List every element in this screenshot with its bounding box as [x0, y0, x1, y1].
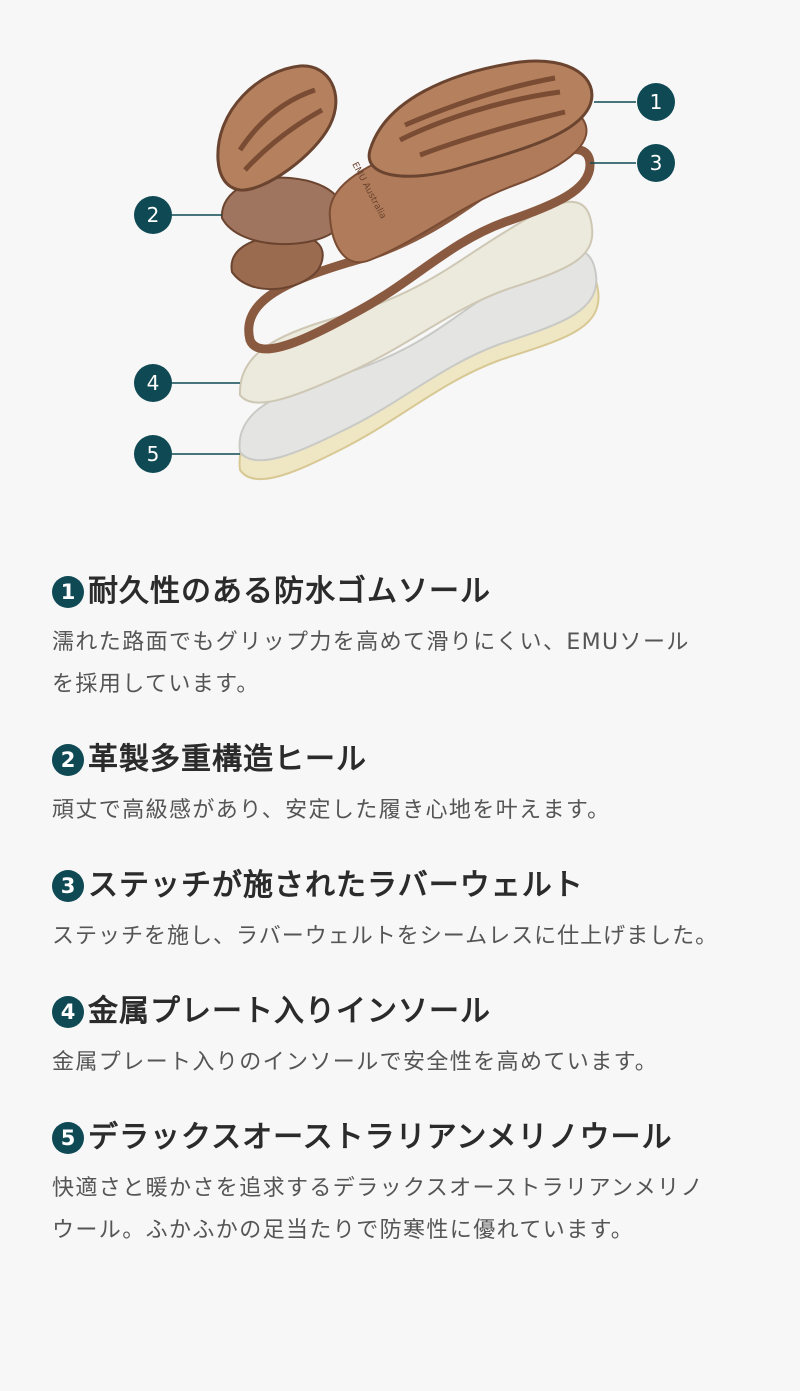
feature-description: 頑丈で高級感があり、安定した履き心地を叶えます。	[52, 798, 611, 823]
feature-title-text: 革製多重構造ヒール	[88, 742, 367, 777]
callout-number: 1	[650, 90, 663, 114]
callout-5: 5	[134, 435, 240, 473]
feature-title-text: 耐久性のある防水ゴムソール	[88, 574, 491, 609]
feature-title: 2 革製多重構造ヒール	[52, 740, 782, 780]
number-badge: 4	[52, 996, 84, 1028]
feature-item-1: 1 耐久性のある防水ゴムソール 濡れた路面でもグリップ力を高めて滑りにくい、EM…	[52, 572, 782, 706]
callout-number: 5	[147, 442, 160, 466]
feature-title: 4 金属プレート入りインソール	[52, 992, 782, 1032]
exploded-boot-sole-illustration: EMU Australia Waterproof 1	[134, 59, 675, 481]
callout-1: 1	[594, 83, 675, 121]
feature-description: 濡れた路面でもグリップ力を高めて滑りにくい、EMUソールを採用しています。	[52, 630, 690, 697]
feature-item-3: 3 ステッチが施されたラバーウェルト ステッチを施し、ラバーウェルトをシームレス…	[52, 866, 782, 958]
number-badge: 2	[52, 744, 84, 776]
callout-number: 2	[147, 203, 160, 227]
feature-title: 3 ステッチが施されたラバーウェルト	[52, 866, 782, 906]
sole-construction-illustration: EMU Australia Waterproof 1	[0, 0, 800, 520]
callout-2: 2	[134, 196, 222, 234]
callout-4: 4	[134, 364, 240, 402]
feature-item-4: 4 金属プレート入りインソール 金属プレート入りのインソールで安全性を高めていま…	[52, 992, 782, 1084]
feature-description: 快適さと暖かさを追求するデラックスオーストラリアンメリノウール。ふかふかの足当た…	[52, 1176, 704, 1243]
feature-description: 金属プレート入りのインソールで安全性を高めています。	[52, 1050, 659, 1075]
feature-list: 1 耐久性のある防水ゴムソール 濡れた路面でもグリップ力を高めて滑りにくい、EM…	[52, 572, 782, 1286]
metal-plate-insole	[238, 200, 594, 404]
callout-3: 3	[590, 144, 675, 182]
number-badge: 1	[52, 576, 84, 608]
number-badge: 3	[52, 870, 84, 902]
feature-description: ステッチを施し、ラバーウェルトをシームレスに仕上げました。	[52, 924, 719, 949]
feature-item-2: 2 革製多重構造ヒール 頑丈で高級感があり、安定した履き心地を叶えます。	[52, 740, 782, 832]
number-badge: 5	[52, 1122, 84, 1154]
feature-item-5: 5 デラックスオーストラリアンメリノウール 快適さと暖かさを追求するデラックスオ…	[52, 1118, 782, 1252]
feature-title-text: ステッチが施されたラバーウェルト	[88, 868, 584, 903]
feature-title-text: 金属プレート入りインソール	[88, 994, 491, 1029]
callout-number: 4	[147, 371, 160, 395]
rubber-outsole	[216, 59, 594, 192]
callout-number: 3	[650, 151, 663, 175]
feature-title-text: デラックスオーストラリアンメリノウール	[88, 1120, 673, 1155]
feature-title: 5 デラックスオーストラリアンメリノウール	[52, 1118, 782, 1158]
feature-title: 1 耐久性のある防水ゴムソール	[52, 572, 782, 612]
stitched-rubber-welt	[244, 145, 595, 354]
stacked-leather-heel	[220, 176, 344, 291]
